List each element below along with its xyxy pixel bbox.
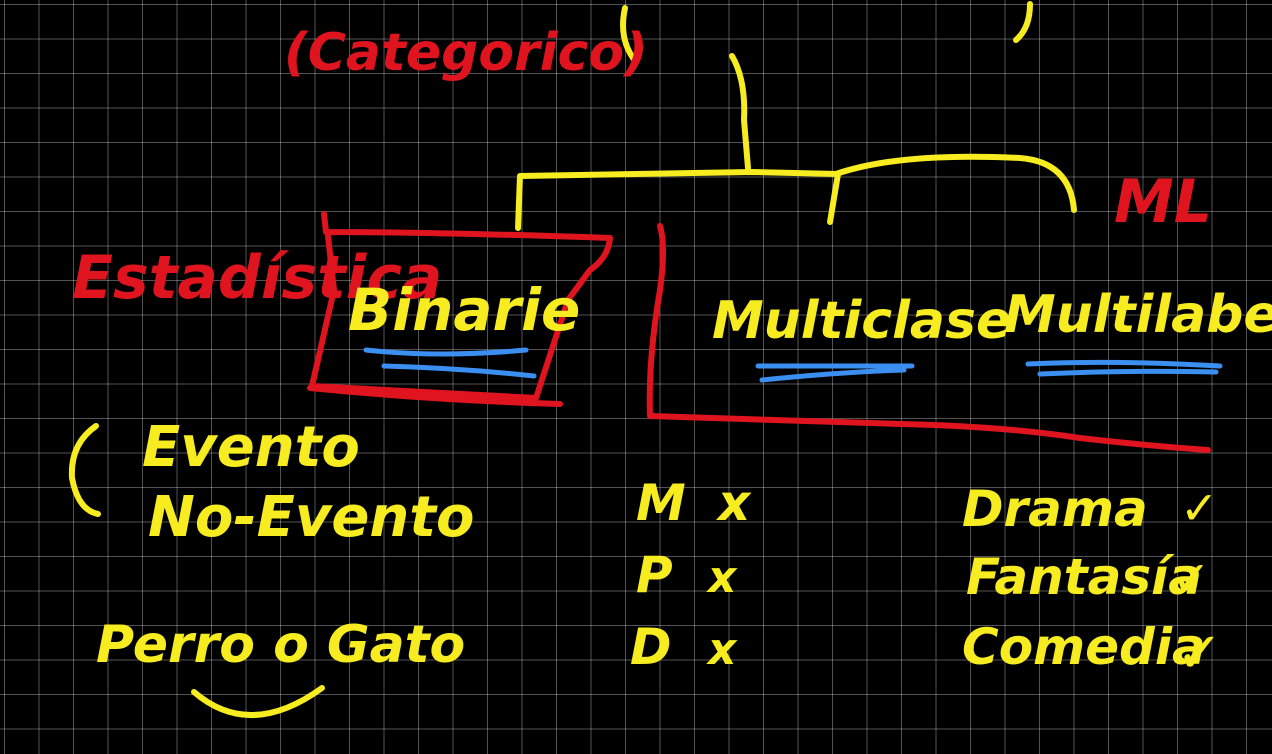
multilabel-underline: [1025, 359, 1223, 369]
categorico-label: (Categorico): [284, 23, 648, 83]
tree-branch-left: [515, 169, 841, 231]
perro-gato-smile: [191, 685, 325, 719]
mpd-list: M x P x D x: [630, 474, 752, 676]
mpd-letter: M: [636, 474, 686, 532]
multilabel-underline-2: [1037, 368, 1219, 377]
binaria-box: [309, 211, 613, 401]
yellow-paren-left: [620, 5, 639, 65]
multiclase-label: Multiclase: [712, 291, 1011, 351]
mpd-letter: P: [636, 546, 673, 604]
tree-branch-right: [833, 153, 1077, 213]
binaria-underline-2: [381, 363, 537, 379]
genre-mark: ✓: [1176, 621, 1223, 686]
genre-name: Comedia: [962, 618, 1206, 676]
binaria-label: Binarie: [348, 276, 580, 344]
yellow-paren-right: [1013, 1, 1033, 43]
binary-bracket: [68, 423, 101, 517]
genre-list: Drama ✓ Fantasía ✓ Comedia ✓: [962, 480, 1223, 686]
genre-mark: ✓: [1172, 551, 1211, 605]
ml-label: ML: [1114, 167, 1212, 237]
perro-gato-label: Perro o Gato: [96, 615, 465, 675]
genre-name: Fantasía: [966, 548, 1202, 606]
genre-mark: ✓: [1180, 481, 1219, 535]
mpd-mark: x: [706, 624, 738, 675]
multiclase-underline-2: [759, 367, 907, 383]
binaria-underline: [363, 347, 529, 357]
evento-label: Evento: [142, 415, 360, 480]
tree-stem: [729, 53, 751, 171]
multilabel-label: Multilabel: [1004, 285, 1272, 345]
ml-bracket: [646, 223, 1211, 453]
mpd-mark: x: [715, 474, 752, 532]
binaria-box-underline: [307, 385, 563, 407]
mpd-letter: D: [630, 618, 672, 676]
no-evento-label: No-Evento: [148, 485, 474, 550]
estadistica-label: Estadística: [72, 243, 442, 313]
genre-name: Drama: [962, 480, 1148, 538]
mpd-mark: x: [706, 552, 738, 603]
